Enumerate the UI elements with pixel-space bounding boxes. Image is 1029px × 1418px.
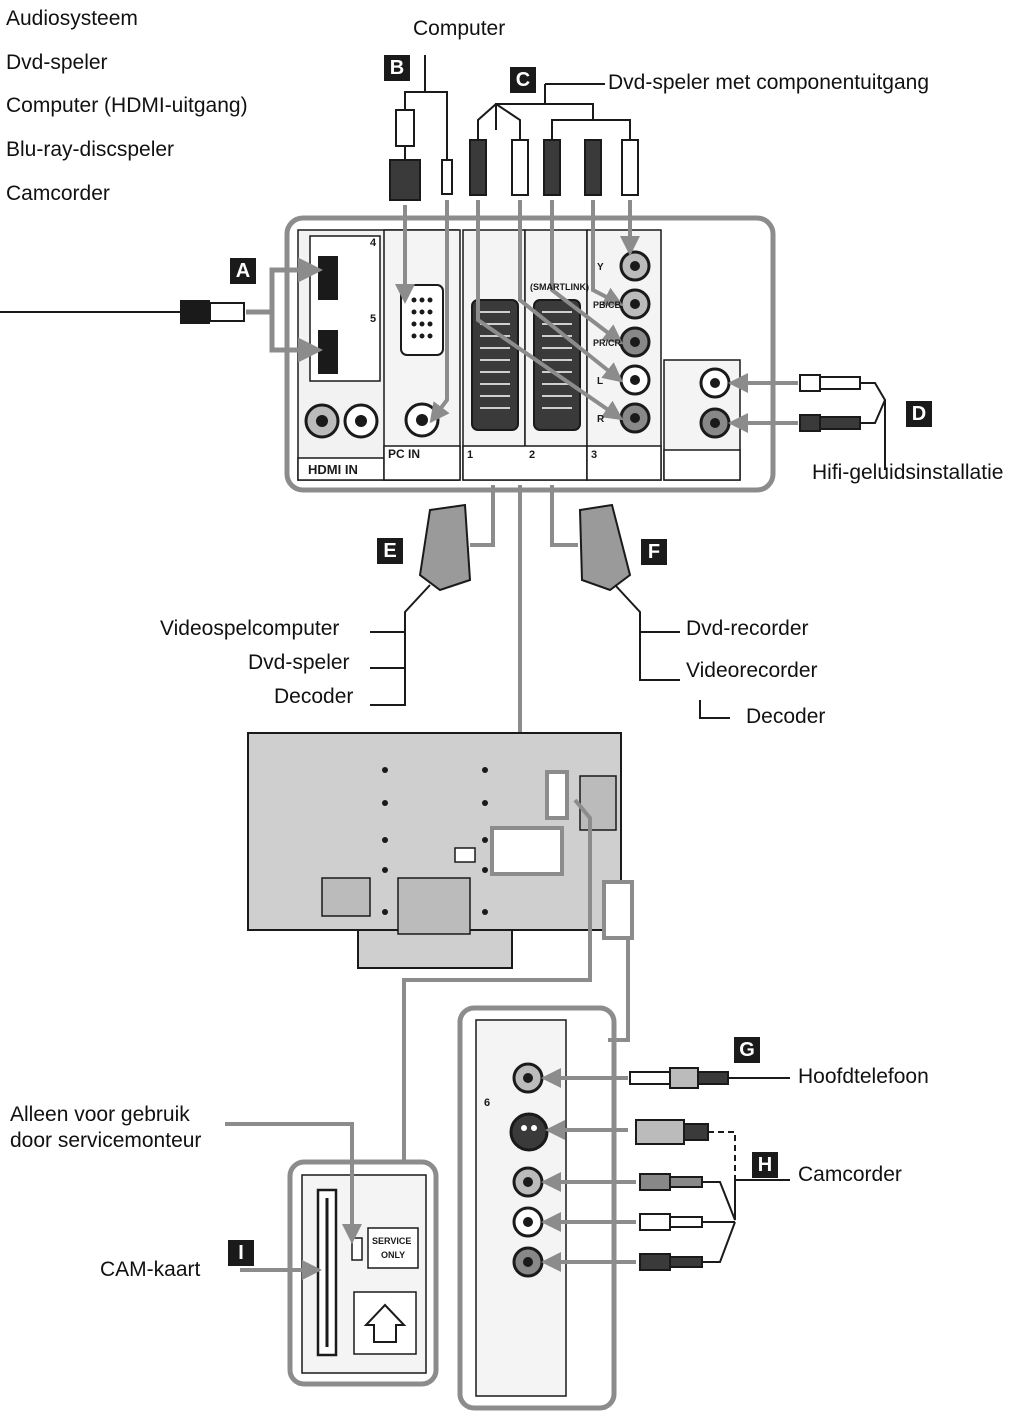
hifi-label: Hifi-geluidsinstallatie — [812, 461, 1004, 484]
comp-l-label: L — [597, 376, 603, 387]
videorecorder-label: Videorecorder — [686, 659, 818, 682]
only-label: ONLY — [381, 1250, 405, 1260]
side-cam-panel — [225, 1122, 439, 1387]
comp-r-label: R — [597, 414, 605, 425]
hdmi-in-label: HDMI IN — [308, 462, 358, 477]
pr-cr-label: PR/CR — [593, 338, 622, 348]
device-blu-ray: Blu-ray-discspeler — [6, 138, 175, 161]
badge-a: A — [230, 258, 256, 284]
pc-in-label: PC IN — [388, 447, 420, 461]
dvd-speler-label: Dvd-speler — [248, 651, 350, 674]
hoofdtelefoon-label: Hoofdtelefoon — [798, 1065, 929, 1088]
decoder-right-label: Decoder — [746, 705, 826, 728]
device-camcorder: Camcorder — [6, 182, 110, 205]
scart-plug-f — [550, 485, 730, 719]
cam-kaart-label: CAM-kaart — [100, 1258, 201, 1281]
smartlink-label: (SMARTLINK) — [530, 282, 589, 292]
badge-e: E — [377, 538, 403, 564]
tv-back — [247, 732, 634, 969]
camcorder-right-label: Camcorder — [798, 1163, 902, 1186]
device-audiosysteem: Audiosysteem — [6, 7, 138, 30]
device-dvd-speler: Dvd-speler — [6, 51, 108, 74]
computer-label: Computer — [413, 17, 506, 40]
hdmi-port-4-label: 4 — [370, 237, 377, 249]
dvd-recorder-label: Dvd-recorder — [686, 617, 809, 640]
badge-g: G — [734, 1037, 760, 1063]
comp-3-label: 3 — [591, 449, 597, 461]
hdmi-port-4[interactable] — [318, 256, 338, 300]
s-video-jack[interactable] — [509, 1112, 549, 1152]
badge-b: B — [384, 55, 410, 81]
hdmi-cable — [0, 257, 323, 363]
hdmi-port-5-label: 5 — [370, 313, 376, 325]
badge-h: H — [752, 1152, 778, 1178]
scart-2-label: 2 — [529, 449, 535, 461]
service-title-line1: Alleen voor gebruik — [10, 1103, 190, 1126]
service-title-line2: door servicemonteur — [10, 1129, 202, 1152]
hifi-cable — [728, 373, 886, 470]
vga-port[interactable] — [400, 284, 444, 356]
vga-cable — [389, 55, 453, 424]
y-label: Y — [597, 262, 604, 273]
device-computer-hdmi: Computer (HDMI-uitgang) — [6, 94, 248, 117]
videospelcomputer-label: Videospelcomputer — [160, 617, 340, 640]
hdmi-port-5[interactable] — [318, 330, 338, 374]
component-cable — [469, 83, 640, 421]
dvd-component-label: Dvd-speler met componentuitgang — [608, 71, 930, 94]
badge-f: F — [641, 539, 667, 565]
rear-panel — [284, 215, 776, 493]
badge-i: I — [228, 1240, 254, 1266]
scart-port-1[interactable] — [471, 299, 519, 431]
service-port[interactable] — [351, 1237, 363, 1261]
decoder-left-label: Decoder — [274, 685, 354, 708]
scart-plug-e — [370, 485, 495, 706]
pb-cb-label: PB/CB — [593, 300, 622, 310]
side-av-panel — [457, 1005, 790, 1411]
badge-c: C — [510, 67, 536, 93]
side-6-label: 6 — [484, 1097, 490, 1109]
service-label: SERVICE — [372, 1236, 411, 1246]
badge-d: D — [906, 401, 932, 427]
scart-port-2[interactable] — [533, 299, 581, 431]
scart-1-label: 1 — [467, 449, 473, 461]
